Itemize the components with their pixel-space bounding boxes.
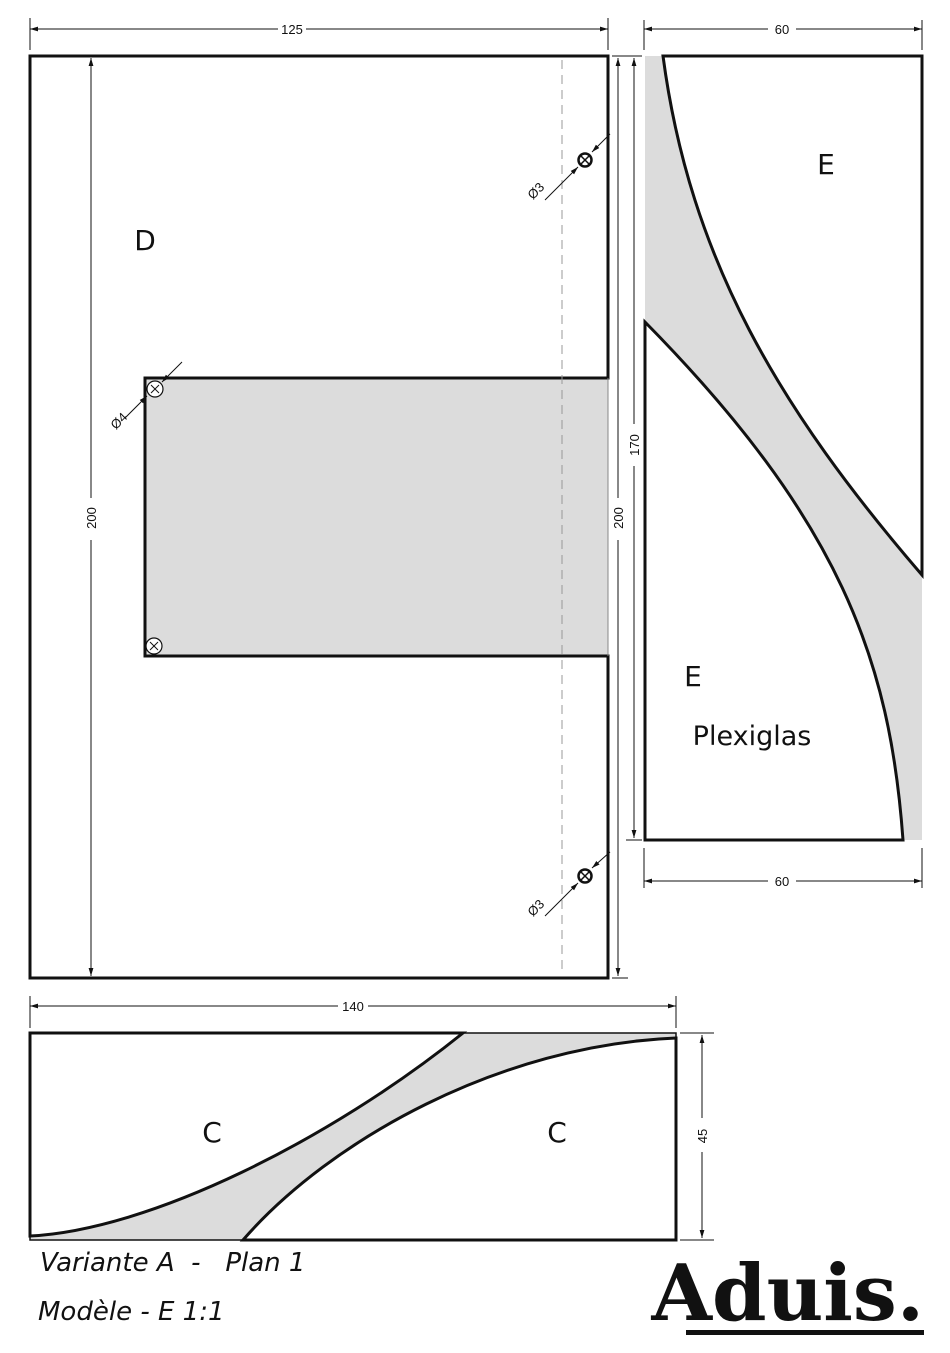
dim-hole-top-text: Ø3 xyxy=(524,179,547,202)
hole-bottom xyxy=(545,852,610,916)
hole-top xyxy=(545,134,610,200)
part-c: C C xyxy=(30,1033,676,1240)
caption-line-2: Modèle - E 1:1 xyxy=(38,1297,225,1327)
part-c-left-label: C xyxy=(202,1116,222,1149)
dim-c-width: 140 xyxy=(30,996,676,1028)
part-d: D xyxy=(30,56,610,978)
dim-hole-slot-text: Ø4 xyxy=(107,409,130,432)
part-e-material-label: Plexiglas xyxy=(693,721,812,752)
dim-e-height: 170 xyxy=(626,56,642,840)
dim-e-height-text: 170 xyxy=(627,434,642,456)
dim-e-width-top: 60 xyxy=(644,20,922,50)
brand-logo-underline xyxy=(686,1330,924,1335)
part-e-upper-label: E xyxy=(817,148,835,181)
dim-d-width: 125 xyxy=(30,18,608,50)
dim-d-width-text: 125 xyxy=(281,22,303,37)
dim-d-height-left-text: 200 xyxy=(84,507,99,529)
part-c-plexiglas-strip xyxy=(30,1033,676,1240)
dim-d-height-right-text: 200 xyxy=(611,507,626,529)
part-e-lower-label: E xyxy=(684,660,702,693)
dim-e-width-top-text: 60 xyxy=(775,22,789,37)
part-d-label: D xyxy=(134,224,156,257)
brand-logo: Aduis. xyxy=(651,1248,924,1339)
dim-c-height: 45 xyxy=(680,1033,714,1240)
dim-d-height-right: 200 xyxy=(611,56,628,978)
caption-line-1: Variante A - Plan 1 xyxy=(40,1248,305,1278)
dim-c-width-text: 140 xyxy=(342,999,364,1014)
part-e: E E Plexiglas xyxy=(644,56,922,840)
hole-slot-bottom xyxy=(146,638,162,654)
dim-hole-bottom-text: Ø3 xyxy=(524,896,547,919)
part-d-grey-slot xyxy=(145,378,608,656)
dim-d-height-left: 200 xyxy=(84,58,99,976)
part-c-right-label: C xyxy=(547,1116,567,1149)
dim-e-width-bottom: 60 xyxy=(644,848,922,889)
dim-c-height-text: 45 xyxy=(695,1129,710,1143)
dim-e-width-bottom-text: 60 xyxy=(775,874,789,889)
